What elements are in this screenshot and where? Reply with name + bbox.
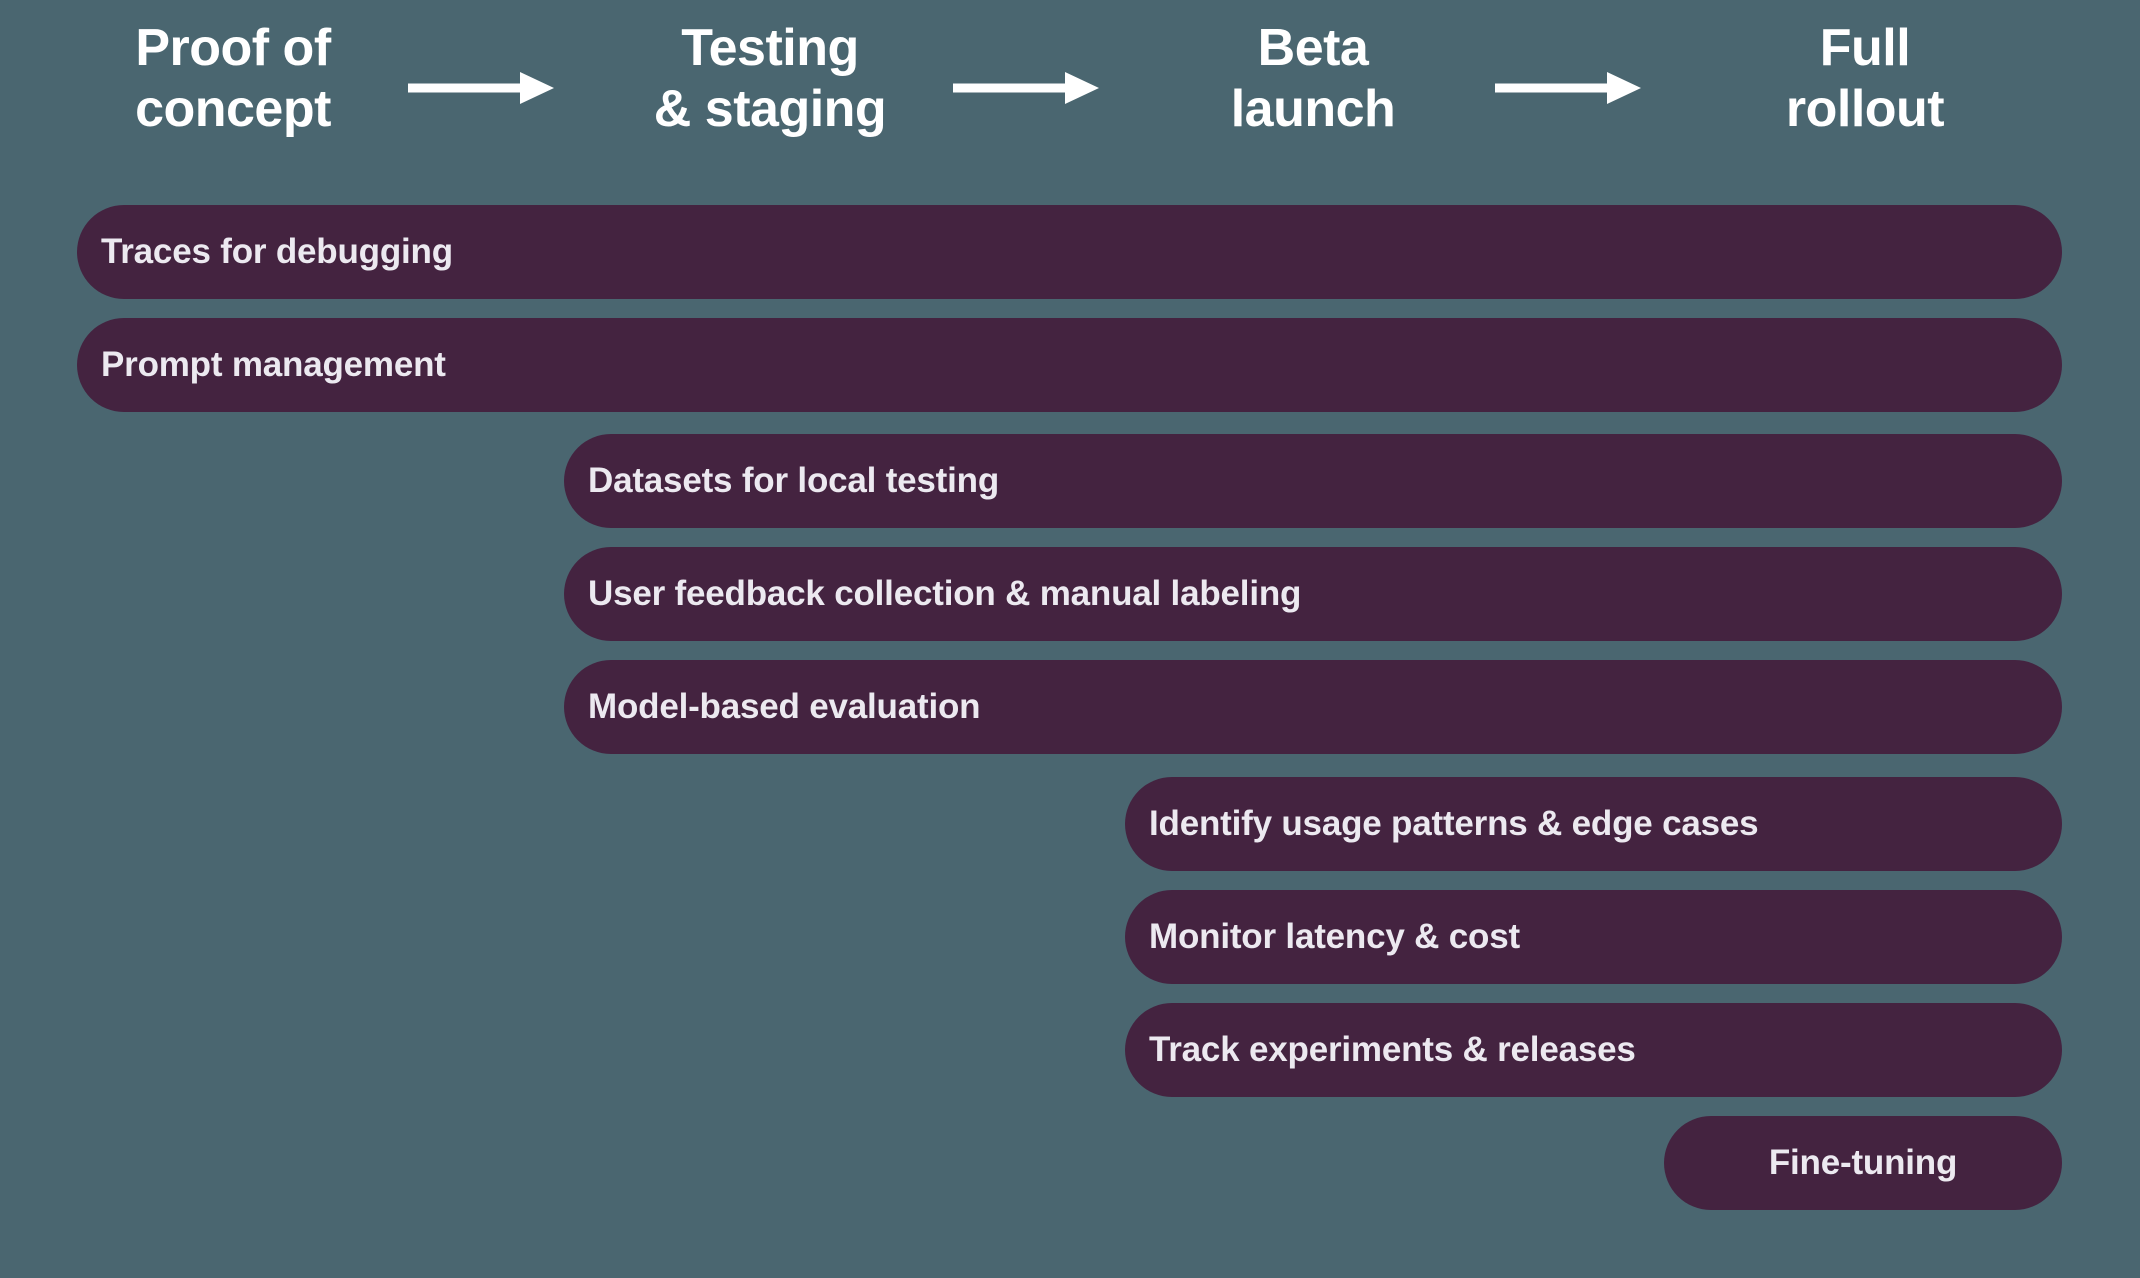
phase-label-testing-and-staging: Testing & staging — [653, 19, 887, 139]
capability-label: Model-based evaluation — [588, 687, 981, 726]
capability-label: Datasets for local testing — [588, 461, 1000, 500]
capability-bar-fine-tuning[interactable]: Fine-tuning — [1664, 1116, 2062, 1210]
phase-label-full-rollout: Full rollout — [1785, 19, 1945, 139]
capability-bar-identify-usage-patterns[interactable]: Identify usage patterns & edge cases — [1125, 777, 2062, 871]
arrow-phase-3-to-4-icon — [1495, 68, 1641, 108]
capability-bar-model-based-evaluation[interactable]: Model-based evaluation — [564, 660, 2062, 754]
capability-label: Track experiments & releases — [1149, 1030, 1636, 1069]
capability-bar-monitor-latency-and-cost[interactable]: Monitor latency & cost — [1125, 890, 2062, 984]
arrow-phase-1-to-2-icon — [408, 68, 554, 108]
arrow-phase-2-to-3-icon — [953, 68, 1099, 108]
capability-bar-datasets-for-local-testing[interactable]: Datasets for local testing — [564, 434, 2062, 528]
capability-bar-track-experiments-and-releases[interactable]: Track experiments & releases — [1125, 1003, 2062, 1097]
capability-label: Monitor latency & cost — [1149, 917, 1520, 956]
capability-label: Traces for debugging — [101, 232, 453, 271]
capability-label: User feedback collection & manual labeli… — [588, 574, 1302, 613]
capability-bar-user-feedback-collection[interactable]: User feedback collection & manual labeli… — [564, 547, 2062, 641]
capability-label: Fine-tuning — [1768, 1143, 1958, 1182]
phase-label-beta-launch: Beta launch — [1230, 19, 1396, 139]
phase-header-row: Proof of concept Testing & staging Beta … — [0, 0, 2140, 180]
capability-bar-traces-for-debugging[interactable]: Traces for debugging — [77, 205, 2062, 299]
capability-label: Prompt management — [101, 345, 446, 384]
capability-label: Identify usage patterns & edge cases — [1149, 804, 1759, 843]
capability-bar-prompt-management[interactable]: Prompt management — [77, 318, 2062, 412]
phase-label-proof-of-concept: Proof of concept — [135, 19, 331, 139]
